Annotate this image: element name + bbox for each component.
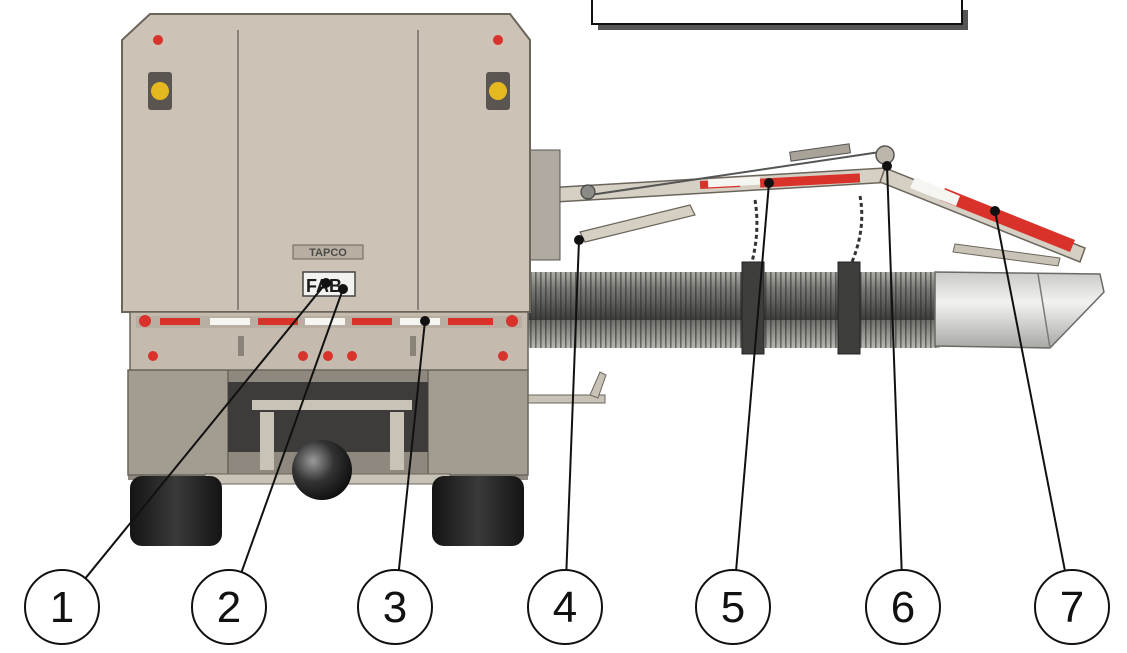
hitch-tongue <box>524 371 607 404</box>
leader-line-7 <box>994 210 1066 571</box>
callout-2: 2 <box>191 569 267 645</box>
callout-number: 3 <box>383 583 407 632</box>
leader-line-5 <box>735 182 770 571</box>
callout-number: 4 <box>553 583 577 632</box>
intake-hose <box>528 261 1105 355</box>
callout-6: 6 <box>865 569 941 645</box>
callout-circle-7 <box>1034 569 1110 645</box>
callout-circle-6 <box>865 569 941 645</box>
callout-5: 5 <box>695 569 771 645</box>
callout-number: 6 <box>891 583 915 632</box>
brand-badge: TAPCO <box>292 244 364 260</box>
leader-line-6 <box>886 165 903 571</box>
leader-lines <box>84 161 1066 579</box>
callout-3: 3 <box>357 569 433 645</box>
callout-number: 7 <box>1060 583 1084 632</box>
boom-arm <box>529 143 1086 267</box>
callout-circle-1 <box>24 569 100 645</box>
leader-dot-5 <box>764 178 774 188</box>
callout-circle-2 <box>191 569 267 645</box>
leader-dot-3 <box>420 316 430 326</box>
leader-line-1 <box>84 282 327 579</box>
caption-box <box>591 0 968 30</box>
callout-4: 4 <box>527 569 603 645</box>
callout-circle-4 <box>527 569 603 645</box>
leader-dot-1 <box>321 278 331 288</box>
callouts: 1 2 3 4 5 6 7 <box>24 569 1110 645</box>
callout-number: 5 <box>721 583 745 632</box>
leader-line-2 <box>240 288 344 573</box>
callout-number: 1 <box>50 583 74 632</box>
leader-dot-6 <box>882 161 892 171</box>
leader-dot-4 <box>574 235 584 245</box>
leader-line-3 <box>397 320 426 571</box>
callout-1: 1 <box>24 569 100 645</box>
leader-line-4 <box>565 239 580 571</box>
callout-number: 2 <box>217 583 241 632</box>
callout-7: 7 <box>1034 569 1110 645</box>
brand-badge-text: TAPCO <box>309 247 347 259</box>
chassis <box>127 369 529 500</box>
trailer-body <box>121 13 531 371</box>
leader-dot-7 <box>990 206 1000 216</box>
leader-dot-2 <box>338 284 348 294</box>
callout-circle-5 <box>695 569 771 645</box>
callout-circle-3 <box>357 569 433 645</box>
tires <box>130 476 524 546</box>
